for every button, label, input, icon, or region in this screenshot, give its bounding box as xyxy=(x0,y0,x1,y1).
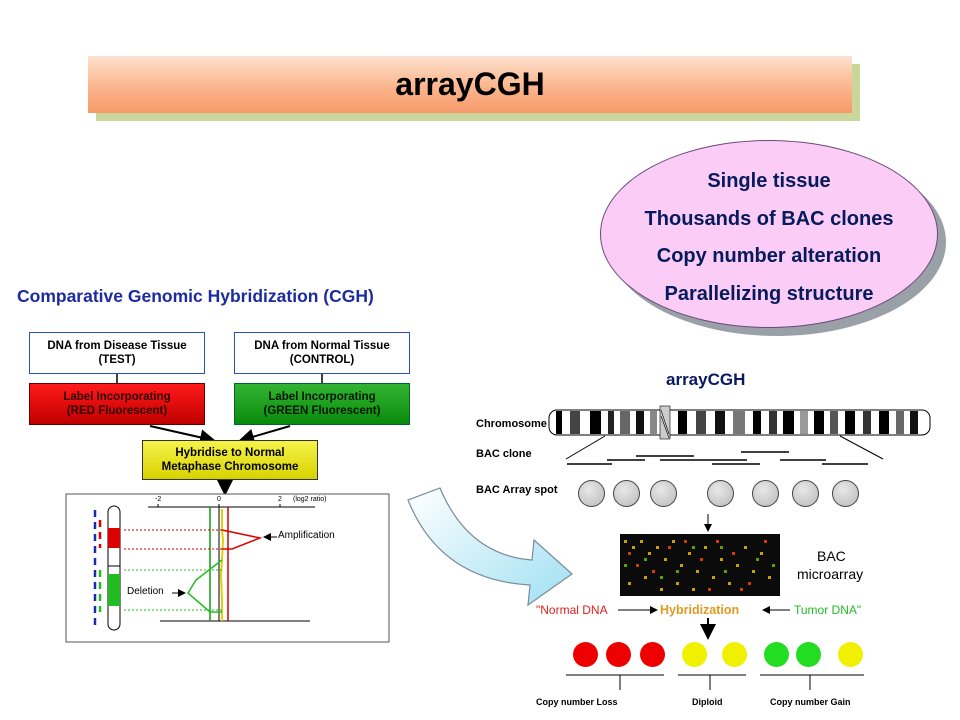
bac-clone-label: BAC clone xyxy=(476,448,532,460)
red-result-dot xyxy=(606,642,631,667)
chromosome-loss-band xyxy=(108,574,120,606)
zoom-line xyxy=(839,435,884,460)
title-banner: arrayCGH xyxy=(88,56,852,113)
control-dna-line: DNA from Normal Tissue xyxy=(254,340,390,352)
plot-axis-label: (log2 ratio) xyxy=(293,496,327,503)
green-result-dot xyxy=(796,642,821,667)
test-dna-line: DNA from Disease Tissue xyxy=(47,340,187,352)
chromosome-label: Chromosome xyxy=(476,418,547,430)
deletion-dip xyxy=(187,559,223,613)
flow-arrow xyxy=(238,425,291,445)
red-result-dot xyxy=(640,642,665,667)
result-brackets xyxy=(566,674,864,690)
red-result-dot xyxy=(573,642,598,667)
copy-number-gain-label: Copy number Gain xyxy=(770,697,851,707)
bac-microarray-label: BAC microarray xyxy=(797,547,863,583)
diploid-label: Diploid xyxy=(692,697,723,707)
bac-spot xyxy=(832,480,859,507)
deletion-label: Deletion xyxy=(127,586,164,597)
array-chromosome xyxy=(548,405,931,440)
amplification-label: Amplification xyxy=(278,530,335,541)
big-curved-arrow xyxy=(407,487,573,607)
copy-number-loss-label: Copy number Loss xyxy=(536,697,618,707)
plot-tick-label: -2 xyxy=(155,496,162,503)
plot-tick-label: 0 xyxy=(217,496,221,503)
normal-dna-label: "Normal DNA xyxy=(536,603,608,617)
control-dna-box: DNA from Normal Tissue (CONTROL) xyxy=(234,332,410,374)
test-dna-line: (TEST) xyxy=(98,354,136,366)
red-label-line: Label Incorporating xyxy=(63,391,171,403)
summary-line: Single tissue xyxy=(707,170,831,192)
bac-spot xyxy=(752,480,779,507)
green-label-line: Label Incorporating xyxy=(268,391,376,403)
bac-spot xyxy=(707,480,734,507)
hybridise-box: Hybridise to Normal Metaphase Chromosome xyxy=(142,440,318,480)
bac-spot xyxy=(792,480,819,507)
red-label-line: (RED Fluorescent) xyxy=(66,405,168,417)
hybridization-label: Hybridization xyxy=(660,603,740,617)
bac-microarray-line: BAC xyxy=(817,548,846,564)
red-label-box: Label Incorporating (RED Fluorescent) xyxy=(29,383,205,425)
hybridise-line: Hybridise to Normal xyxy=(175,447,285,459)
summary-line: Thousands of BAC clones xyxy=(644,207,894,230)
test-dna-box: DNA from Disease Tissue (TEST) xyxy=(29,332,205,374)
summary-line: Copy number alteration xyxy=(656,245,882,267)
summary-line: Parallelizing structure xyxy=(664,282,874,305)
hybridise-line: Metaphase Chromosome xyxy=(161,461,299,473)
yellow-result-dot xyxy=(838,642,863,667)
flow-arrow xyxy=(149,425,216,446)
bac-spot xyxy=(578,480,605,507)
control-dna-line: (CONTROL) xyxy=(289,354,355,366)
bac-spot xyxy=(650,480,677,507)
yellow-result-dot xyxy=(722,642,747,667)
tumor-dna-label: Tumor DNA" xyxy=(794,603,862,617)
microarray-spots xyxy=(624,540,775,591)
plot-chromosome xyxy=(107,505,121,631)
bac-array-spot-label: BAC Array spot xyxy=(476,484,558,496)
cgh-title: Comparative Genomic Hybridization (CGH) xyxy=(17,286,374,306)
bac-clone-segments xyxy=(567,451,868,465)
chromosome-gain-band xyxy=(108,528,120,548)
bac-microarray-line: microarray xyxy=(797,566,864,582)
summary-ellipse: Single tissue Thousands of BAC clones Co… xyxy=(600,140,938,328)
bac-spot xyxy=(613,480,640,507)
plot-tick-label: 2 xyxy=(278,496,282,503)
green-result-dot xyxy=(764,642,789,667)
arraycgh-subtitle: arrayCGH xyxy=(666,370,746,389)
yellow-result-dot xyxy=(682,642,707,667)
green-label-line: (GREEN Fluorescent) xyxy=(263,405,381,417)
zoom-line xyxy=(565,435,606,460)
microarray-image xyxy=(620,534,780,596)
page-title: arrayCGH xyxy=(395,66,545,102)
amplification-peak xyxy=(221,529,263,550)
green-label-box: Label Incorporating (GREEN Fluorescent) xyxy=(234,383,410,425)
